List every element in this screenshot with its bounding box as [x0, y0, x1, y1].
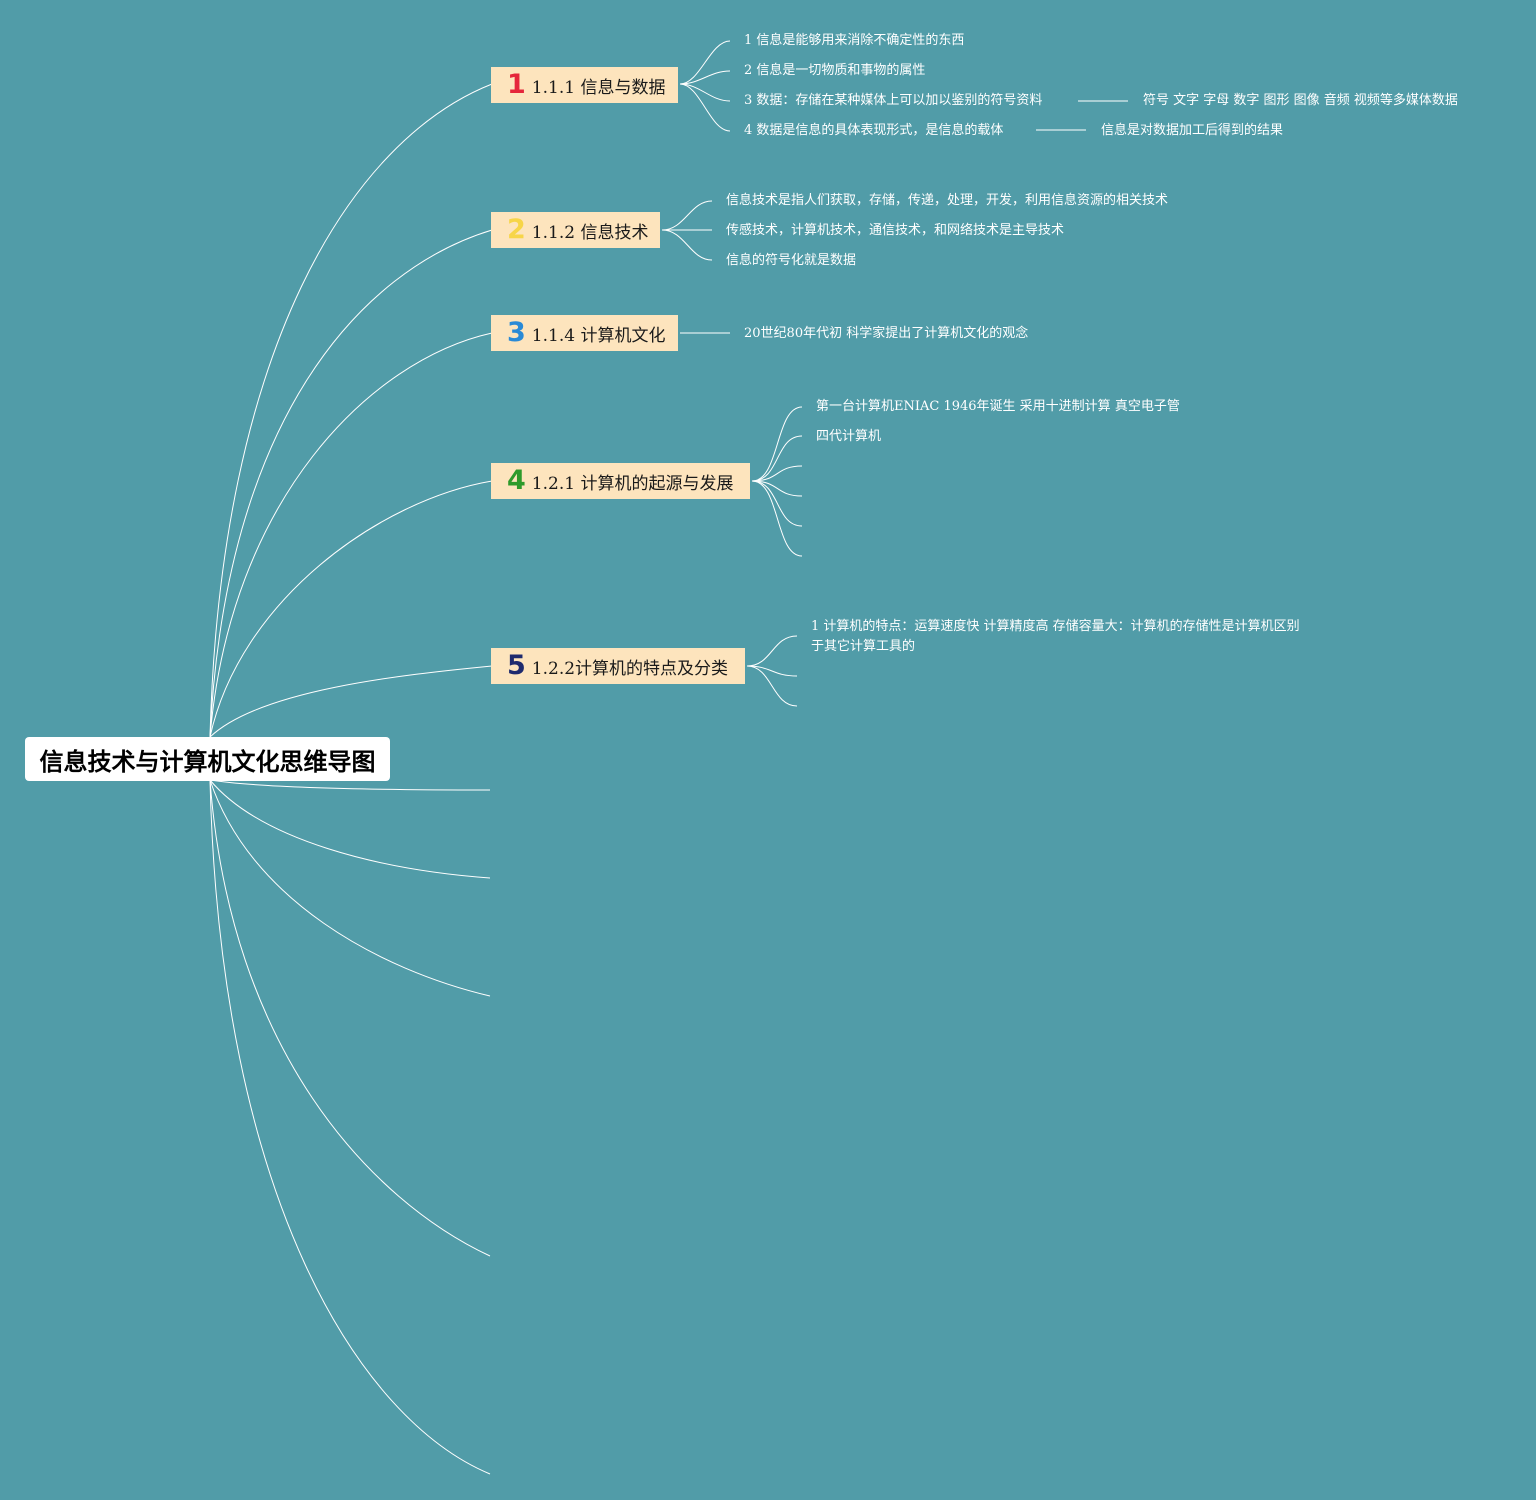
connector-root-empty-4 [209, 779, 491, 1257]
leaf-3-1[interactable]: 20世纪80年代初 科学家提出了计算机文化的观念 [744, 326, 1029, 341]
leaf-1-3-child[interactable]: 符号 文字 字母 数字 图形 图像 音频 视频等多媒体数据 [1143, 93, 1458, 108]
leaf-2-2[interactable]: 传感技术，计算机技术，通信技术，和网络技术是主导技术 [726, 223, 1065, 238]
number-badge-3: 3 [507, 317, 526, 348]
branch-label-4: 1.2.1 计算机的起源与发展 [531, 473, 734, 494]
branch-topic-1[interactable]: 1 1.1.1 信息与数据 [491, 67, 678, 103]
connector-b4-item-1 [751, 406, 803, 482]
connector-b1-item-1 [679, 40, 731, 85]
connector-root-branch-2 [209, 229, 493, 738]
branch-topic-5[interactable]: 5 1.2.2计算机的特点及分类 [491, 648, 745, 684]
leaf-5-1[interactable]: 1 计算机的特点：运算速度快 计算精度高 存储容量大：计算机的存储性是计算机区别… [811, 619, 1300, 654]
leaf-1-3[interactable]: 3 数据：存储在某种媒体上可以加以鉴别的符号资料 [744, 93, 1043, 108]
connector-b4-item-5 [751, 480, 803, 527]
connector-b1-item-4 [679, 83, 731, 132]
branch-label-3: 1.1.4 计算机文化 [531, 325, 666, 346]
leaf-2-3[interactable]: 信息的符号化就是数据 [726, 253, 857, 268]
connector-root-empty-2 [209, 779, 491, 879]
connector-b1-item-2 [679, 70, 731, 85]
connector-b4-item-4 [751, 480, 803, 497]
leaf-4-2[interactable]: 四代计算机 [816, 429, 882, 444]
leaf-2-1[interactable]: 信息技术是指人们获取，存储，传递，处理，开发，利用信息资源的相关技术 [726, 193, 1169, 208]
number-badge-1: 1 [507, 69, 526, 100]
connector-root-empty-3 [209, 779, 491, 997]
branch-topic-2[interactable]: 2 1.1.2 信息技术 [491, 212, 660, 248]
branch-label-2: 1.1.2 信息技术 [531, 222, 649, 243]
connector-b4-item-6 [751, 480, 803, 557]
leaf-1-4[interactable]: 4 数据是信息的具体表现形式，是信息的载体 [744, 123, 1004, 138]
leaf-4-1[interactable]: 第一台计算机ENIAC 1946年诞生 采用十进制计算 真空电子管 [816, 399, 1180, 414]
branch-topic-3[interactable]: 3 1.1.4 计算机文化 [491, 315, 678, 351]
connector-root-branch-3 [209, 332, 493, 738]
leaf-1-4-child[interactable]: 信息是对数据加工后得到的结果 [1101, 123, 1284, 138]
connector-root-empty-1 [209, 779, 491, 791]
connector-b5-item-3 [746, 665, 798, 707]
branch-label-5: 1.2.2计算机的特点及分类 [531, 658, 729, 679]
connector-root-branch-1 [209, 83, 493, 738]
connector-b4-item-3 [751, 465, 803, 482]
connector-b4-item-2 [751, 435, 803, 482]
root-topic[interactable]: 信息技术与计算机文化思维导图 [25, 737, 390, 781]
root-title: 信息技术与计算机文化思维导图 [39, 747, 376, 776]
number-badge-4: 4 [507, 465, 526, 496]
connector-root-branch-5 [209, 665, 493, 738]
connector-root-branch-4 [209, 480, 493, 738]
connector-b2-item-3 [661, 229, 713, 261]
branch-label-1: 1.1.1 信息与数据 [531, 77, 666, 98]
connector-b5-item-1 [746, 635, 798, 667]
number-badge-2: 2 [507, 214, 526, 245]
number-badge-5: 5 [507, 650, 526, 681]
branch-topic-4[interactable]: 4 1.2.1 计算机的起源与发展 [491, 463, 750, 499]
connector-root-empty-5 [209, 779, 491, 1475]
leaf-1-1[interactable]: 1 信息是能够用来消除不确定性的东西 [744, 33, 965, 48]
connector-b2-item-1 [661, 200, 713, 231]
leaf-1-2[interactable]: 2 信息是一切物质和事物的属性 [744, 63, 926, 78]
